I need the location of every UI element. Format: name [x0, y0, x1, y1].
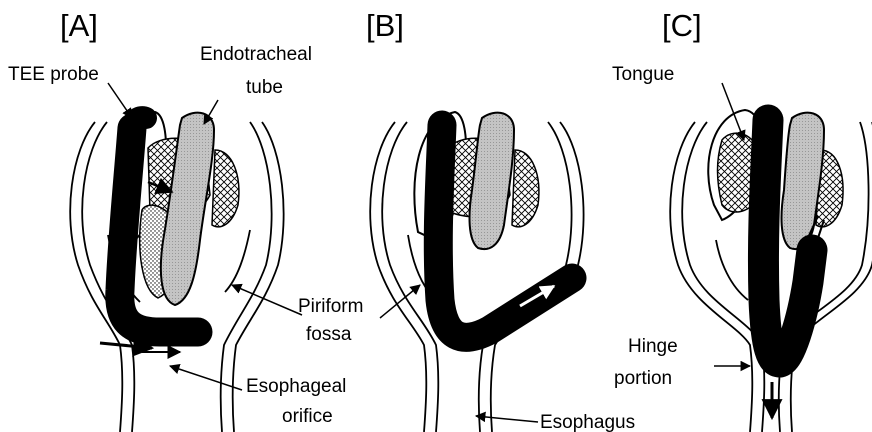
endotracheal-tube-b [470, 113, 514, 249]
label-piriform-line2: fossa [306, 324, 352, 345]
label-tee-probe: TEE probe [8, 64, 99, 85]
panel-c-label: [C] [662, 8, 702, 43]
arrow-icon [380, 285, 420, 318]
arytenoid-b [512, 150, 539, 227]
label-esophageal-line1: Esophageal [246, 376, 346, 397]
label-piriform-line1: Piriform [298, 296, 363, 317]
label-endotracheal-line1: Endotracheal [200, 44, 312, 65]
panel-a-label: [A] [60, 8, 98, 43]
label-esophageal-line2: orifice [282, 406, 333, 427]
arrow-icon [170, 366, 242, 390]
panel-b-label: [B] [366, 8, 404, 43]
label-hinge-line1: Hinge [628, 336, 678, 357]
panel-b: [B] Esophagus [366, 8, 635, 432]
arytenoid-a [212, 150, 239, 227]
arrow-icon [476, 416, 538, 422]
label-tongue: Tongue [612, 64, 674, 85]
arrow-icon [108, 83, 132, 118]
panel-c: [C] Tongue Hinge portion [612, 8, 872, 432]
panel-a: [A] TEE probe Endotracheal tub [8, 8, 363, 432]
label-esophagus: Esophagus [540, 412, 635, 432]
label-endotracheal-line2: tube [246, 77, 283, 98]
label-hinge-line2: portion [614, 368, 672, 389]
endotracheal-tube-c [782, 113, 824, 249]
